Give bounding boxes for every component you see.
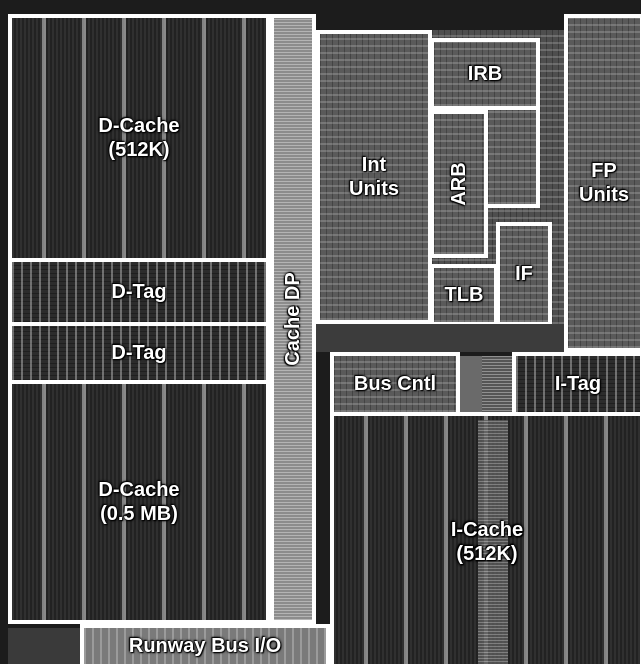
tlb-block: TLB — [430, 264, 498, 326]
irb-lower-block — [484, 106, 540, 208]
d-tag-block-2: D-Tag — [8, 322, 270, 384]
arb-block: ARB — [430, 110, 488, 258]
fp-units-label: FP Units — [579, 160, 629, 206]
i-cache-center-column — [478, 420, 508, 664]
bus-cntl-block: Bus Cntl — [330, 352, 460, 416]
runway-bus-io-label: Runway Bus I/O — [128, 635, 282, 657]
i-tag-block: I-Tag — [512, 352, 641, 416]
bus-cntl-label: Bus Cntl — [353, 373, 437, 395]
d-cache-bottom-label: D-Cache (0.5 MB) — [98, 479, 180, 525]
core-bottom-gap — [316, 324, 564, 352]
d-tag-block-1: D-Tag — [8, 258, 270, 326]
d-cache-bottom-block: D-Cache (0.5 MB) — [8, 380, 270, 624]
cache-dp-label: Cache DP — [282, 272, 304, 366]
i-tag-label: I-Tag — [554, 373, 602, 395]
runway-bus-io-block: Runway Bus I/O — [80, 624, 330, 664]
d-cache-top-block: D-Cache (512K) — [8, 14, 270, 262]
i-cache-center-label-overlay: I-Cache (512K) — [330, 412, 641, 664]
irb-block: IRB — [430, 38, 540, 110]
d-tag-label-1: D-Tag — [111, 281, 167, 303]
tlb-label: TLB — [444, 284, 484, 306]
irb-label: IRB — [467, 63, 503, 85]
int-units-label: Int Units — [349, 154, 399, 200]
if-label: IF — [515, 263, 533, 285]
fp-units-block: FP Units — [564, 14, 641, 352]
i-cache-label-overlay: I-Cache (512K) — [450, 519, 524, 565]
bus-cntl-spacer — [460, 356, 482, 412]
cache-dp-block: Cache DP — [270, 14, 316, 624]
d-cache-top-label: D-Cache (512K) — [98, 115, 180, 161]
d-tag-label-2: D-Tag — [111, 342, 167, 364]
if-block: IF — [496, 222, 552, 326]
int-units-block: Int Units — [316, 30, 432, 324]
runway-bus-io-strip-left — [8, 628, 80, 664]
arb-label: ARB — [448, 162, 470, 206]
